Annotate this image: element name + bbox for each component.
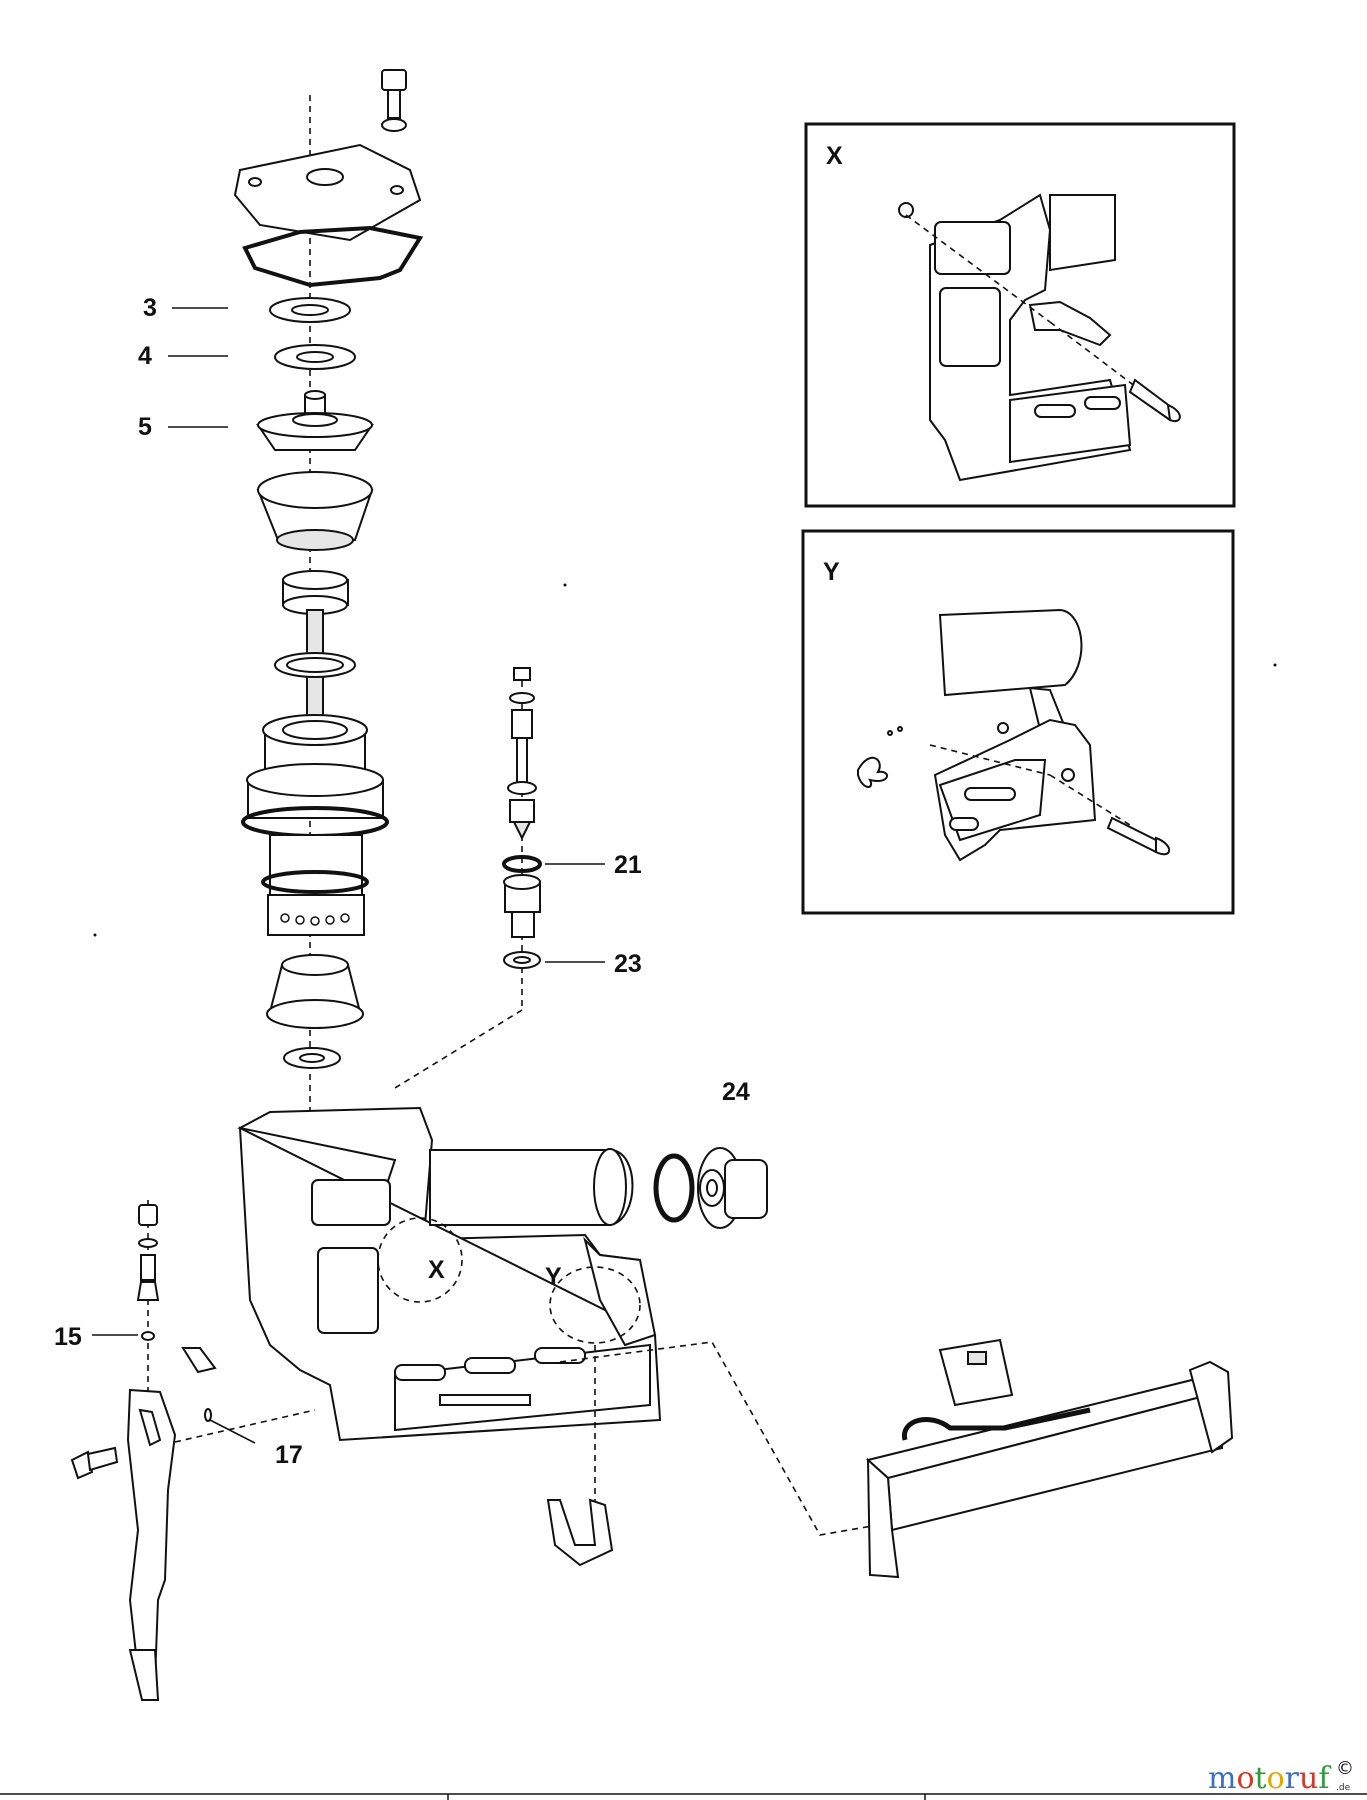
callout-23: 23: [614, 950, 642, 978]
detail-marker-y: Y: [545, 1263, 562, 1291]
inset-x-nut: [898, 202, 914, 218]
watermark-letter: o: [1267, 1761, 1285, 1796]
detail-circle-y: [549, 1266, 641, 1344]
stray-mark: [93, 933, 97, 937]
safety-spring-clip: [181, 1347, 217, 1374]
inset-y-pin-axis: [1049, 774, 1131, 826]
callout-5: 5: [138, 413, 152, 441]
inset-x-label: X: [826, 142, 843, 170]
magazine: [865, 1338, 1234, 1579]
top-screw: [381, 69, 407, 132]
leader-17: [209, 1419, 256, 1444]
stray-mark: [1273, 663, 1277, 667]
washer-part-3: [269, 297, 351, 323]
inset-y-pin-head: [997, 722, 1009, 734]
trigger-valve-parts: [507, 667, 537, 841]
inset-y: Y: [801, 529, 1235, 915]
cap-gasket: [242, 225, 424, 288]
top-cap: [233, 143, 422, 242]
washer-part-4: [274, 344, 356, 370]
watermark-letter: m: [1208, 1761, 1236, 1796]
safety-parts: [136, 1204, 160, 1301]
inset-y-axis: [929, 744, 1051, 776]
o-ring-part-21: [502, 855, 542, 873]
callout-4: 4: [138, 342, 152, 370]
callout-21: 21: [614, 851, 642, 879]
piston-ring: [274, 652, 356, 678]
stray-mark: [563, 583, 567, 587]
cylinder: [241, 714, 389, 936]
valve-body: [503, 874, 541, 938]
inset-x-pin-axis: [1049, 321, 1141, 391]
trigger-valve-path: [394, 1009, 523, 1089]
watermark-copyright: ©: [1336, 1758, 1354, 1779]
o-ring-part-15: [141, 1331, 155, 1341]
detail-marker-x: X: [428, 1256, 445, 1284]
watermark-letter: o: [1236, 1761, 1254, 1796]
callout-17: 17: [275, 1441, 303, 1469]
inset-y-label: Y: [823, 558, 840, 586]
air-fitting-part-24: [697, 1147, 768, 1229]
callout-24: 24: [722, 1078, 750, 1106]
pin-part-17: [204, 1408, 212, 1422]
watermark-letter: f: [1318, 1761, 1331, 1796]
mounting-bracket: [546, 1498, 614, 1567]
callout-15: 15: [54, 1323, 82, 1351]
bumper: [266, 954, 364, 1029]
valve-seat: [256, 471, 374, 551]
callout-3: 3: [143, 294, 157, 322]
watermark-letter: u: [1299, 1761, 1318, 1796]
watermark: motoruf: [1208, 1761, 1331, 1796]
washer-part-23: [503, 951, 541, 969]
screw-axis: [174, 1409, 316, 1443]
inset-x: X: [804, 122, 1236, 508]
inset-y-spring: [857, 756, 888, 788]
bottom-washer: [283, 1047, 341, 1069]
screw-left: [70, 1446, 119, 1480]
contact-trip-arm: [126, 1388, 177, 1701]
o-ring-part-24: [653, 1153, 695, 1223]
valve-part-5: [256, 390, 374, 451]
nailer-housing: [237, 1106, 662, 1442]
detail-circle-x: [377, 1217, 463, 1303]
piston-head: [282, 570, 349, 615]
watermark-suffix: .de: [1336, 1783, 1351, 1793]
watermark-letter: r: [1285, 1761, 1300, 1796]
watermark-letter: t: [1255, 1761, 1267, 1796]
inset-x-axis: [905, 214, 1051, 323]
